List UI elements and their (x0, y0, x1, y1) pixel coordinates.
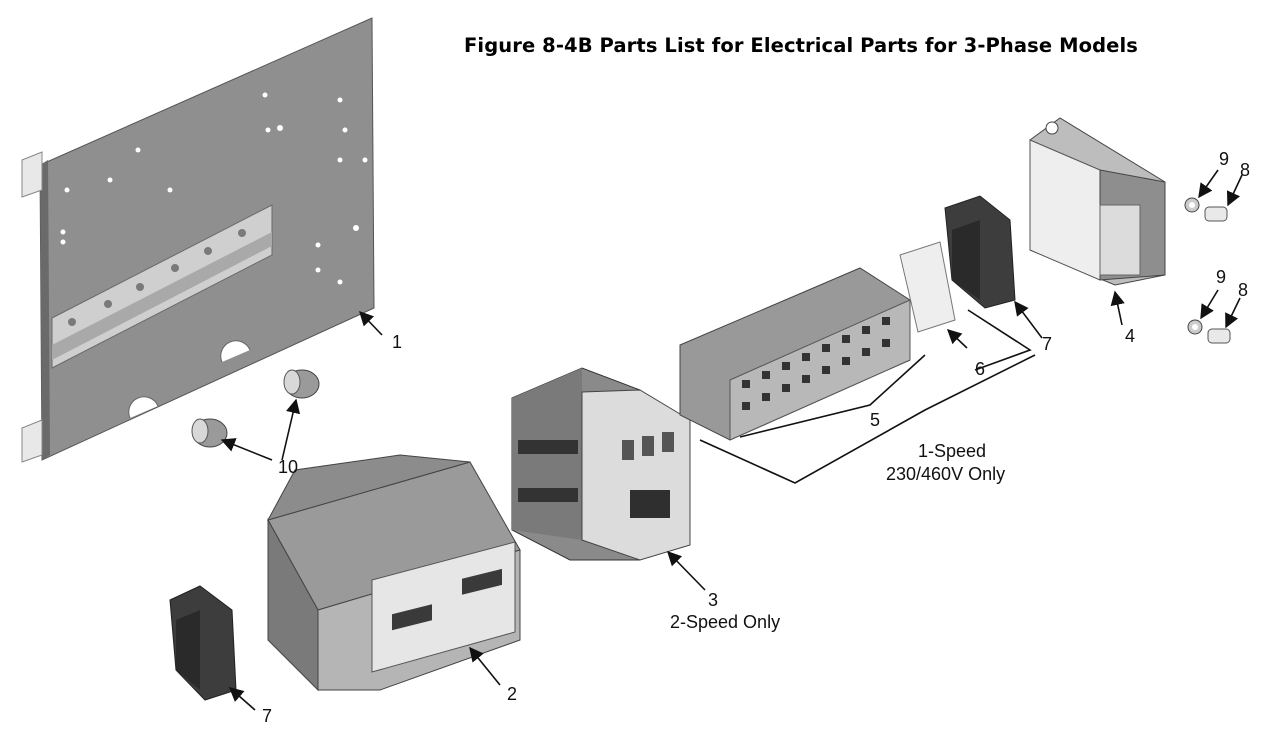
callout-3-note: 2-Speed Only (670, 612, 780, 632)
part-7-terminal-block-upper (944, 195, 1016, 309)
part-1-mounting-plate (21, 17, 375, 463)
callout-10: 10 (278, 457, 298, 477)
part-2-reversing-contactor (266, 454, 521, 692)
leader-lines (220, 169, 1243, 711)
callout-3: 3 (708, 590, 718, 610)
part-5-terminal-strip (679, 267, 911, 441)
callout-8-lower: 8 (1238, 280, 1248, 300)
callout-5: 5 (870, 410, 880, 430)
speed-note-line2: 230/460V Only (886, 464, 1005, 484)
callout-2: 2 (507, 684, 517, 704)
callout-7-lower: 7 (262, 706, 272, 726)
speed-note-line1: 1-Speed (918, 441, 986, 461)
part-3-contactor (511, 367, 691, 561)
parts-8-9-hardware (1184, 197, 1231, 344)
part-7-terminal-block-lower (169, 585, 237, 701)
callout-labels: 1 10 2 7 3 2-Speed Only 5 6 7 4 9 8 9 8 … (262, 149, 1250, 726)
callout-9-upper: 9 (1219, 149, 1229, 169)
part-4-transformer (1029, 117, 1166, 286)
callout-9-lower: 9 (1216, 267, 1226, 287)
figure-title: Figure 8-4B Parts List for Electrical Pa… (464, 34, 1138, 57)
callout-1: 1 (392, 332, 402, 352)
part-10-bushings (191, 369, 320, 448)
part-6-end-plate (899, 241, 956, 333)
callout-4: 4 (1125, 326, 1135, 346)
callout-6: 6 (975, 359, 985, 379)
callout-7-upper: 7 (1042, 334, 1052, 354)
callout-8-upper: 8 (1240, 160, 1250, 180)
